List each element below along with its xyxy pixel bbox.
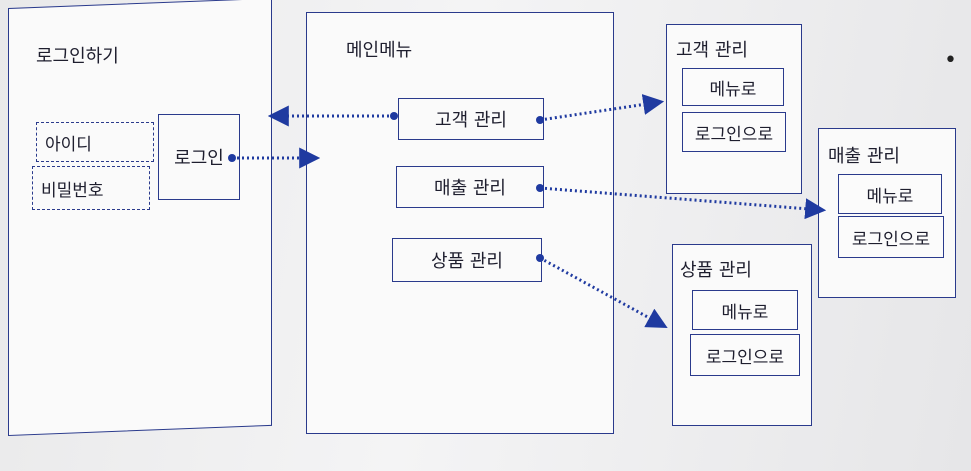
customer-panel (666, 24, 802, 194)
product-management-button: 상품 관리 (392, 238, 542, 282)
password-field: 비밀번호 (32, 166, 150, 210)
main-menu-panel (306, 12, 614, 434)
customer-panel-title: 고객 관리 (676, 40, 748, 61)
product-panel-title: 상품 관리 (680, 260, 752, 281)
customer-management-button: 고객 관리 (398, 98, 544, 140)
bullet-dot: • (944, 48, 957, 73)
product-to-login-button: 로그인으로 (690, 334, 800, 376)
sales-to-menu-button: 메뉴로 (838, 174, 942, 214)
login-button: 로그인 (158, 114, 240, 200)
login-panel-title: 로그인하기 (36, 46, 119, 67)
id-field: 아이디 (36, 122, 154, 162)
sales-management-button: 매출 관리 (396, 166, 544, 208)
product-to-menu-button: 메뉴로 (692, 290, 798, 330)
main-menu-title: 메인메뉴 (346, 40, 413, 61)
customer-to-menu-button: 메뉴로 (682, 68, 784, 106)
customer-to-login-button: 로그인으로 (682, 112, 786, 152)
sales-to-login-button: 로그인으로 (838, 216, 944, 258)
sales-panel-title: 매출 관리 (828, 146, 900, 167)
